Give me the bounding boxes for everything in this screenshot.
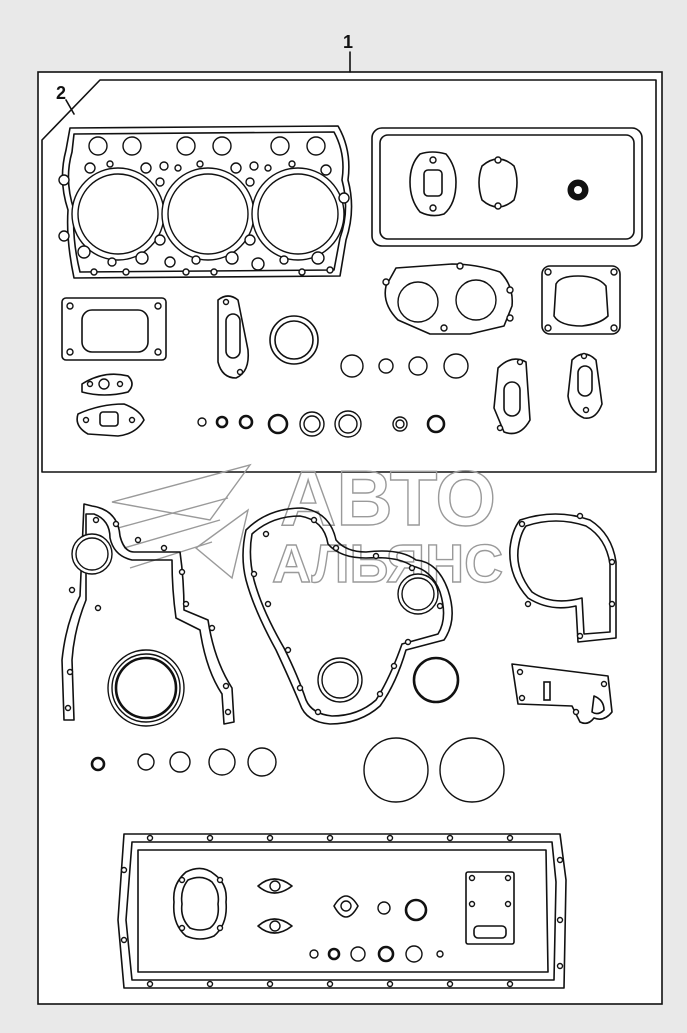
- oil-filter-adaptor-gasket: [333, 895, 359, 918]
- oil-pump-gasket: [172, 867, 228, 940]
- oil-pipe-gasket: [567, 352, 603, 420]
- rear-seal-plate-gasket: [465, 871, 515, 945]
- elongated-flange-gasket: [76, 403, 145, 437]
- oil-filler-seal: [567, 179, 589, 201]
- callout-2-leader: [65, 99, 75, 115]
- fuel-pump-o-ring: [412, 656, 460, 704]
- large-o-rings: [363, 737, 505, 803]
- watermark-logo: [111, 463, 252, 580]
- oval-flange-gasket: [81, 373, 133, 396]
- piston-ring-seal: [269, 315, 319, 365]
- diamond-flange-gasket-a: [257, 878, 293, 894]
- thermostat-gasket: [217, 295, 250, 379]
- o-ring-row-middle: [90, 747, 277, 777]
- rocker-cover-gasket: [371, 127, 643, 247]
- cylinder-bores: [71, 167, 345, 261]
- head-gasket-holes: [58, 136, 350, 276]
- water-pump-gasket: [509, 512, 617, 643]
- timing-case-gasket-left: [61, 503, 235, 725]
- timing-cover-gasket: [242, 507, 453, 725]
- turbo-gasket-square: [541, 265, 621, 335]
- callout-1-label: 1: [343, 32, 353, 52]
- callout-2-label: 2: [56, 83, 66, 103]
- exhaust-manifold-gasket: [382, 262, 514, 335]
- small-o-ring-row-b: [197, 410, 446, 438]
- sump-o-ring-row: [309, 945, 444, 963]
- watermark-line-2: АЛЬЯНС: [272, 534, 503, 594]
- sump-gasket: [117, 833, 567, 989]
- cylinder-head-gasket: [58, 125, 353, 279]
- small-o-ring-row-a: [340, 353, 469, 379]
- sump-small-seals: [377, 898, 428, 922]
- inlet-manifold-gasket: [61, 297, 167, 361]
- mounting-plate-gasket: [511, 663, 613, 725]
- top-set-frame: [41, 79, 657, 473]
- diamond-flange-gasket-b: [257, 918, 293, 934]
- watermark-line-1: АВТО: [280, 454, 496, 542]
- cover-seal-plate-right: [478, 156, 518, 210]
- water-outlet-gasket: [493, 358, 531, 435]
- crankshaft-front-seal: [107, 649, 185, 727]
- sump-bolt-holes: [120, 834, 564, 988]
- watermark: АВТО АЛЬЯНС: [111, 453, 504, 595]
- cover-seal-plate-left: [409, 151, 457, 217]
